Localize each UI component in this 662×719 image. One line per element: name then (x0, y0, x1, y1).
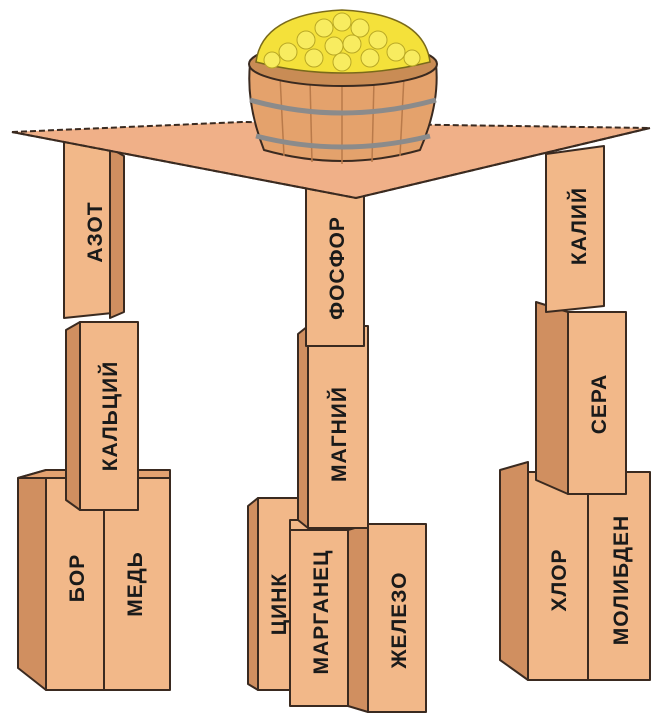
barrel-of-grain-icon (248, 9, 438, 164)
crate-hlor-molibden: ХЛОР МОЛИБДЕН (499, 461, 651, 681)
label-azot: АЗОТ (84, 201, 107, 262)
center-leg: ЦИНК МАРГАНЕЦ ЖЕЛЕЗО МАГНИЙ ФОСФОР (247, 185, 427, 713)
label-magniy: МАГНИЙ (327, 386, 351, 482)
crate-bor-med: БОР МЕДЬ (17, 469, 171, 691)
left-leg: БОР МЕДЬ КАЛЬЦИЙ АЗОТ (17, 139, 171, 691)
box-azot: АЗОТ (63, 139, 125, 319)
box-kaliy-front (545, 145, 605, 313)
box-magniy-front (307, 325, 369, 529)
label-fosfor: ФОСФОР (326, 216, 349, 320)
box-kalciy-front (79, 321, 139, 511)
label-sera: СЕРА (588, 374, 611, 435)
box-kalciy: КАЛЬЦИЙ (65, 321, 139, 511)
label-cink: ЦИНК (268, 573, 291, 635)
label-marganec: МАРГАНЕЦ (310, 550, 333, 675)
label-zhelezo: ЖЕЛЕЗО (388, 572, 411, 670)
box-fosfor-front (305, 185, 365, 347)
crate-bor-med-front (45, 477, 171, 691)
label-bor: БОР (66, 554, 89, 602)
label-med: МЕДЬ (124, 551, 147, 617)
box-sera-front (567, 311, 627, 495)
label-kalciy: КАЛЬЦИЙ (98, 361, 122, 472)
crate-zhelezo: ЖЕЛЕЗО (347, 523, 427, 713)
label-kaliy: КАЛИЙ (567, 187, 591, 265)
box-sera: СЕРА (535, 301, 627, 495)
right-leg: ХЛОР МОЛИБДЕН СЕРА КАЛИЙ (499, 145, 651, 681)
label-molibden: МОЛИБДЕН (610, 515, 633, 645)
label-hlor: ХЛОР (548, 548, 571, 611)
crate-bor-med-side (17, 469, 47, 691)
box-kaliy: КАЛИЙ (545, 145, 605, 313)
box-fosfor: ФОСФОР (305, 185, 365, 347)
crate-marganec: МАРГАНЕЦ (289, 519, 349, 707)
box-magniy: МАГНИЙ (297, 325, 369, 529)
